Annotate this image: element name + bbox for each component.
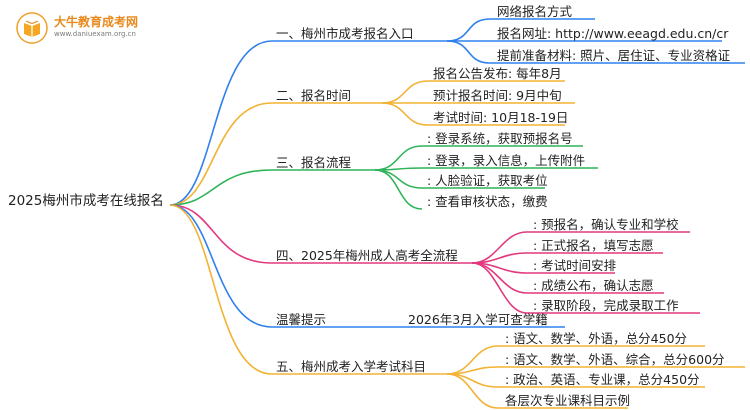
branch-connector — [169, 204, 273, 264]
branch-connector — [169, 102, 273, 206]
branch-connector — [169, 204, 273, 375]
leaf-connector — [446, 40, 491, 64]
branch-connector — [169, 40, 273, 206]
leaf-online-method: 网络报名方式 — [497, 4, 573, 19]
leaf-connector — [446, 18, 491, 42]
leaf-exam-time: 考试时间: 10月18-19日 — [433, 110, 569, 125]
leaf-subjects-1: : 语文、数学、外语，总分450分 — [505, 331, 688, 346]
logo-subtitle: www.daniuexam.org.cn — [54, 30, 136, 38]
root-node: 2025梅州市成考在线报名 — [8, 193, 164, 209]
leaf-expected-time: 预计报名时间: 9月中旬 — [433, 88, 562, 103]
branch-entry-label: 一、梅州市成考报名入口 — [276, 26, 414, 41]
leaf-connector — [374, 145, 423, 171]
branch-connector — [169, 169, 273, 206]
leaf-subjects-2: : 语文、数学、外语、综合，总分600分 — [505, 352, 725, 367]
branch-full-process-label: 四、2025年梅州成人高考全流程 — [276, 248, 458, 263]
leaf-exam-schedule: : 考试时间安排 — [533, 258, 617, 273]
leaf-connector — [446, 366, 499, 375]
site-logo: 大牛教育成考网 www.daniuexam.org.cn — [6, 8, 156, 48]
leaf-connector — [381, 80, 429, 104]
leaf-pre-registration: : 预报名，确认专业和学校 — [533, 217, 679, 232]
leaf-results: : 成绩公布，确认志愿 — [533, 278, 654, 293]
leaf-connector — [374, 169, 423, 189]
branch-time-label: 二、报名时间 — [276, 88, 352, 103]
leaf-face-verify: : 人脸验证，获取考位 — [427, 173, 548, 188]
leaf-login-system: : 登录系统，获取预报名号 — [427, 131, 573, 146]
leaf-connector — [471, 262, 528, 314]
leaf-pay-fee: : 查看审核状态，缴费 — [427, 194, 548, 209]
branch-subjects-label: 五、梅州成考入学考试科目 — [276, 359, 427, 374]
leaf-enrollment: 2026年3月入学可查学籍 — [408, 312, 548, 327]
logo-title: 大牛教育成考网 — [54, 15, 139, 29]
leaf-subjects-4: 各层次专业课科目示例 — [505, 393, 631, 408]
leaf-subjects-3: : 政治、英语、专业课，总分450分 — [505, 372, 700, 387]
leaf-announcement: 报名公告发布: 每年8月 — [433, 66, 562, 81]
leaf-admission: : 录取阶段，完成录取工作 — [533, 298, 679, 313]
leaf-registration-url: 报名网址: http://www.eeagd.edu.cn/cr — [497, 26, 729, 41]
branch-process-label: 三、报名流程 — [276, 155, 352, 170]
leaf-materials: 提前准备材料: 照片、居住证、专业资格证 — [497, 48, 731, 63]
leaf-formal-registration: : 正式报名，填写志愿 — [533, 238, 654, 253]
branch-connector — [169, 204, 273, 328]
book-logo-icon — [16, 12, 48, 44]
leaf-connector — [446, 373, 499, 409]
branch-tip-label: 温馨提示 — [276, 312, 327, 327]
leaf-enter-info: : 登录，录入信息，上传附件 — [427, 153, 586, 168]
leaf-connector — [374, 169, 423, 210]
leaf-connector — [381, 102, 429, 126]
